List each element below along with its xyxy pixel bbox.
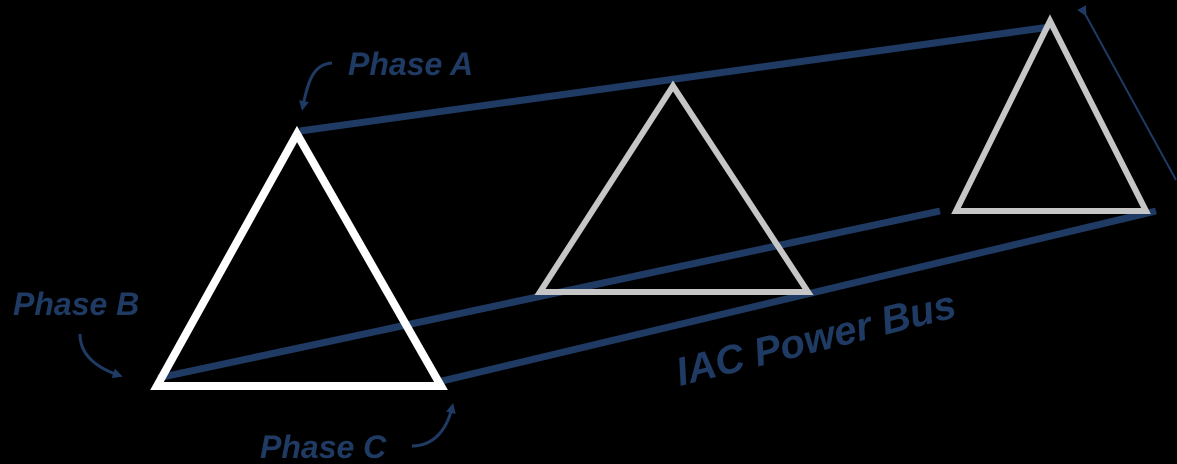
front-triangle bbox=[150, 125, 448, 390]
rear-triangle bbox=[951, 14, 1151, 214]
phase-c-label: Phase C bbox=[260, 429, 387, 464]
phase-c-bus-line bbox=[441, 207, 1157, 385]
phase-a-arrow bbox=[299, 61, 333, 111]
iac-power-bus-label: IAC Power Bus bbox=[672, 283, 961, 395]
phase-a-bus-line bbox=[299, 23, 1051, 135]
middle-triangle bbox=[534, 80, 814, 295]
phase-b-arrow bbox=[78, 333, 123, 379]
phase-c-arrow bbox=[411, 403, 456, 448]
dimension-arrow bbox=[1077, 5, 1177, 181]
phase-a-label: Phase A bbox=[348, 46, 473, 82]
phase-b-label: Phase B bbox=[13, 286, 139, 322]
